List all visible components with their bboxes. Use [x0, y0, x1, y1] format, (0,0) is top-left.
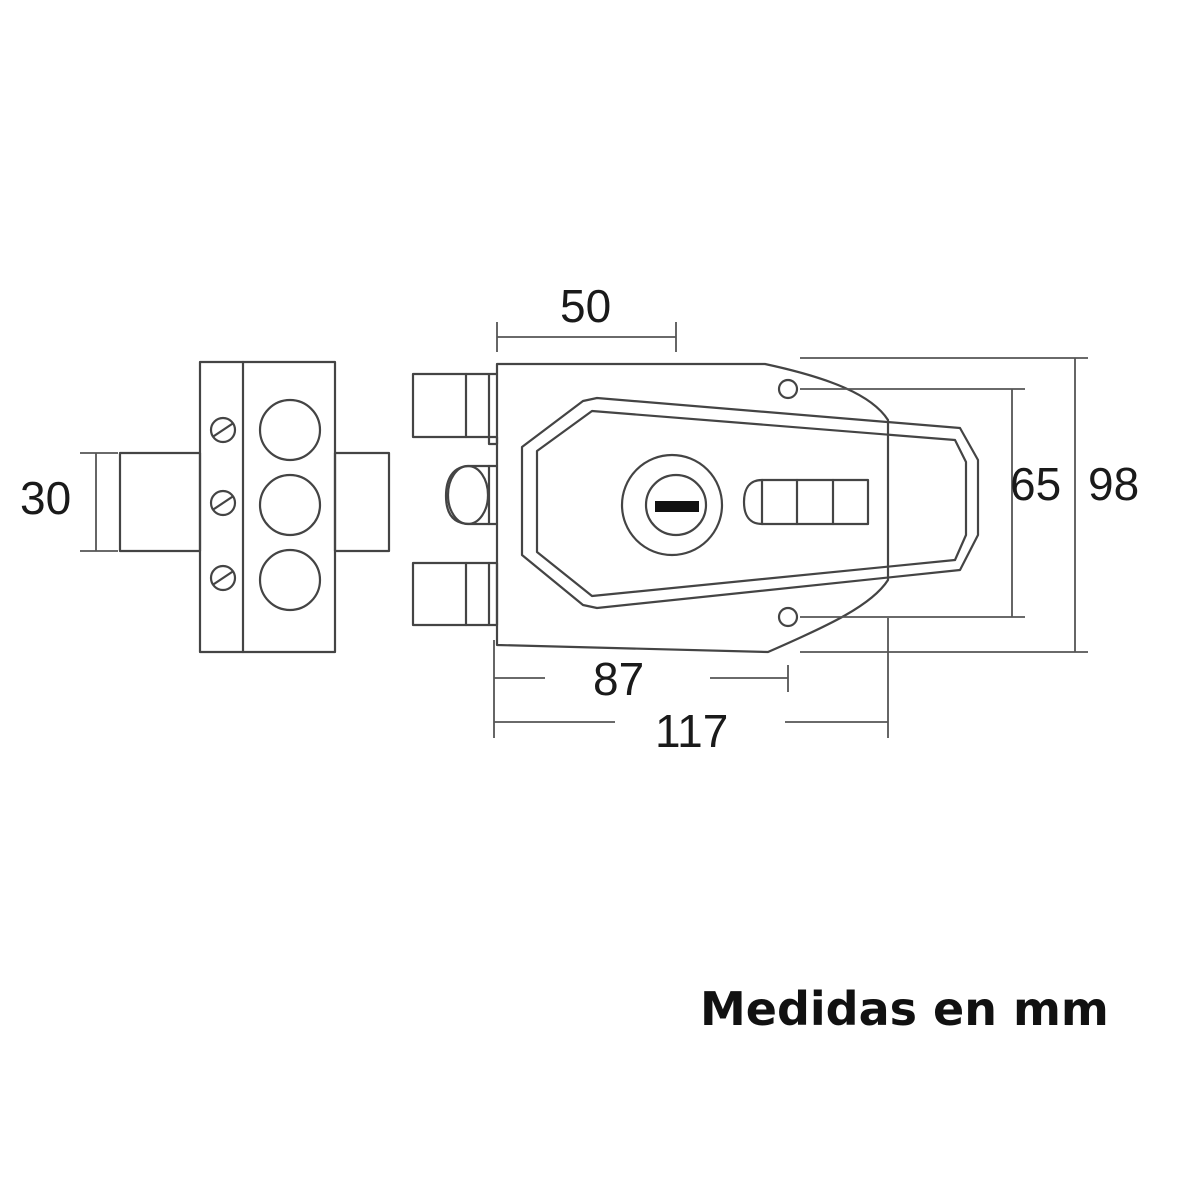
- dim-label-65: 65: [1010, 458, 1061, 510]
- dim-label-87: 87: [593, 653, 644, 705]
- dimension-30: 30: [20, 452, 118, 552]
- keyhole-icon: [655, 501, 699, 512]
- front-cover: [520, 396, 980, 610]
- mounting-hole: [258, 398, 322, 462]
- dimension-117: 117: [494, 618, 889, 757]
- mounting-hole: [258, 548, 322, 612]
- side-bolt-right: [333, 451, 391, 553]
- dimension-65: 65: [800, 388, 1061, 618]
- screw-hole-bottom: [777, 606, 799, 628]
- dimension-87: 87: [493, 640, 789, 738]
- cylinder-inner: [644, 473, 708, 537]
- lock-front-view: [411, 362, 980, 654]
- cylinder-outer: [620, 453, 724, 557]
- front-bolt-bottom: [411, 561, 499, 627]
- screw-icon: [209, 416, 237, 444]
- dim-label-98: 98: [1088, 458, 1139, 510]
- side-body: [198, 360, 337, 654]
- dim-label-50: 50: [560, 280, 611, 332]
- dim-label-117: 117: [655, 705, 728, 757]
- screw-icon: [209, 489, 237, 517]
- side-bolt-left: [118, 451, 202, 553]
- dim-label-30: 30: [20, 472, 71, 524]
- front-bolt-top: [411, 372, 499, 446]
- screw-icon: [209, 564, 237, 592]
- dimension-98: 98: [800, 357, 1139, 653]
- lock-side-view: [118, 360, 391, 654]
- front-body-plate: [495, 362, 890, 654]
- units-caption: Medidas en mm: [700, 982, 1109, 1036]
- mounting-hole: [258, 473, 322, 537]
- screw-hole-top: [777, 378, 799, 400]
- dimension-50: 50: [496, 280, 677, 352]
